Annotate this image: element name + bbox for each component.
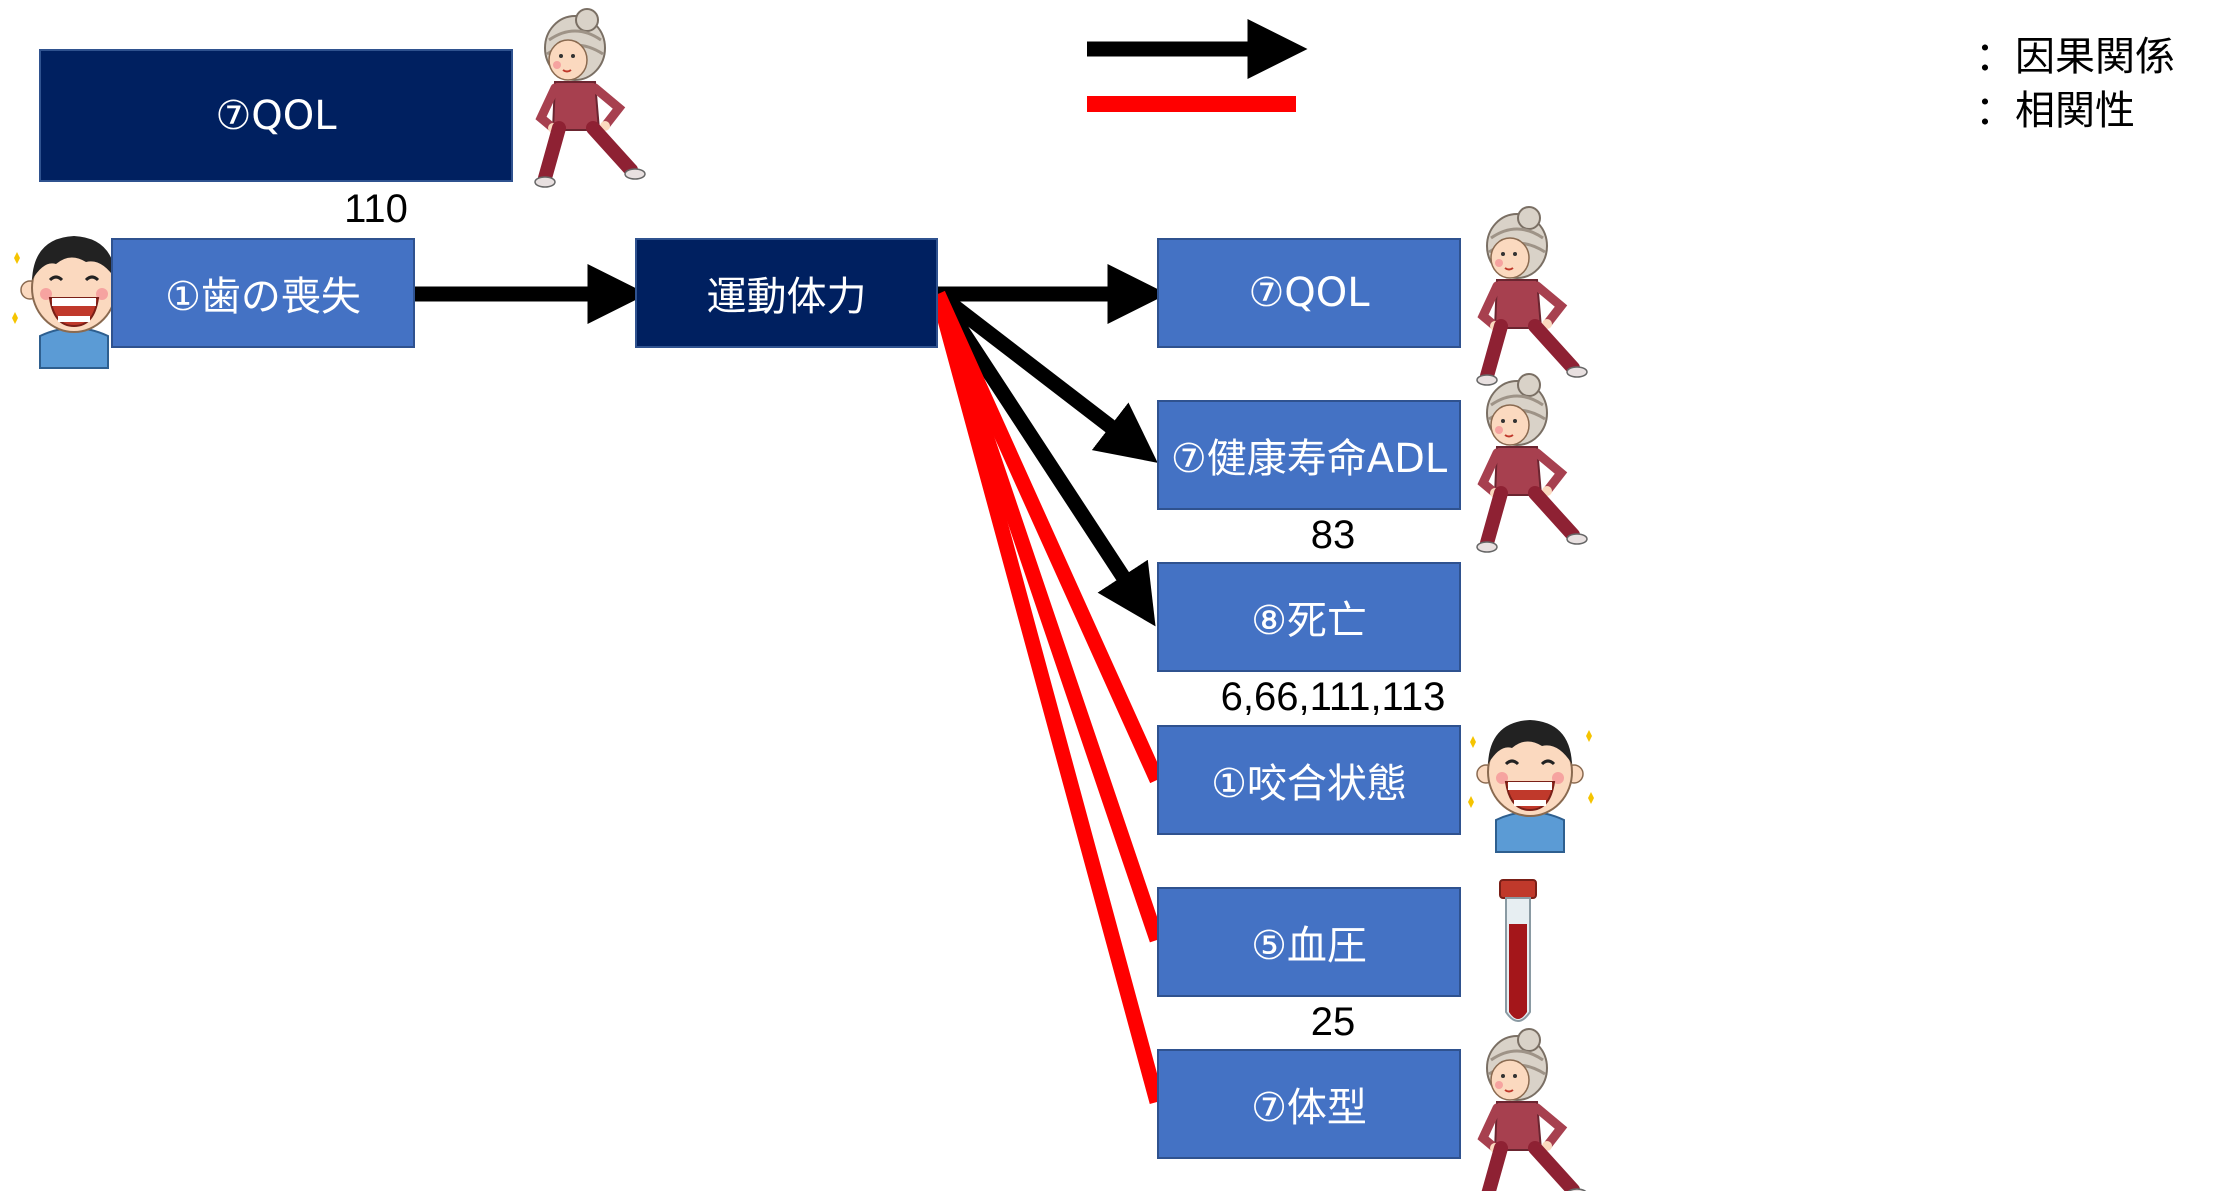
healthy-life-adl-label: ⑦健康寿命ADL (1170, 436, 1448, 482)
qol-box: ⑦QOL (1157, 238, 1461, 348)
ref-death: 6,66,111,113 (1220, 675, 1446, 719)
elderly-woman-exercising-icon (1477, 207, 1587, 385)
arrow-motor-fitness-to-adl (933, 288, 1158, 463)
body-type-label: ⑦体型 (1251, 1085, 1367, 1131)
arrow-motor-fitness-to-death (931, 289, 1156, 627)
legend (1087, 19, 1308, 112)
blood-pressure-box: ⑤血圧 (1157, 887, 1461, 997)
elderly-woman-exercising-icon (535, 9, 645, 187)
blood-test-tube-icon (1499, 879, 1537, 1022)
line-motor-fitness-occlusion (931, 290, 1164, 784)
legend-causal-label: ：因果関係 (1975, 34, 2175, 80)
occlusion-label: ①咬合状態 (1211, 761, 1407, 807)
qol-label: ⑦QOL (1248, 270, 1370, 316)
motor-fitness-label: 運動体力 (706, 274, 867, 320)
ref-healthy-life-adl: 83 (1310, 513, 1356, 557)
death-box: ⑧死亡 (1157, 562, 1461, 672)
smiling-boy-teeth-icon (1466, 718, 1596, 854)
legend-correlation-label: ：相関性 (1975, 88, 2135, 134)
top-qol-box: ⑦QOL (39, 49, 513, 182)
ref-blood-pressure: 25 (1310, 1000, 1356, 1044)
ref-tooth-loss: 110 (344, 187, 408, 231)
top-qol-label: ⑦QOL (215, 92, 337, 139)
death-label: ⑧死亡 (1251, 598, 1367, 644)
tooth-loss-label: ①歯の喪失 (165, 274, 361, 320)
elderly-woman-exercising-icon (1477, 1029, 1587, 1191)
line-motor-fitness-body-type (930, 292, 1165, 1104)
elderly-woman-exercising-icon (1477, 374, 1587, 552)
correlation-lines (930, 290, 1165, 1104)
occlusion-box: ①咬合状態 (1157, 725, 1461, 835)
tooth-loss-box: ①歯の喪失 (111, 238, 415, 348)
causal-arrows (415, 264, 1168, 627)
blood-pressure-label: ⑤血圧 (1251, 923, 1367, 969)
motor-fitness-box: 運動体力 (635, 238, 938, 348)
healthy-life-adl-box: ⑦健康寿命ADL (1157, 400, 1461, 510)
body-type-box: ⑦体型 (1157, 1049, 1461, 1159)
